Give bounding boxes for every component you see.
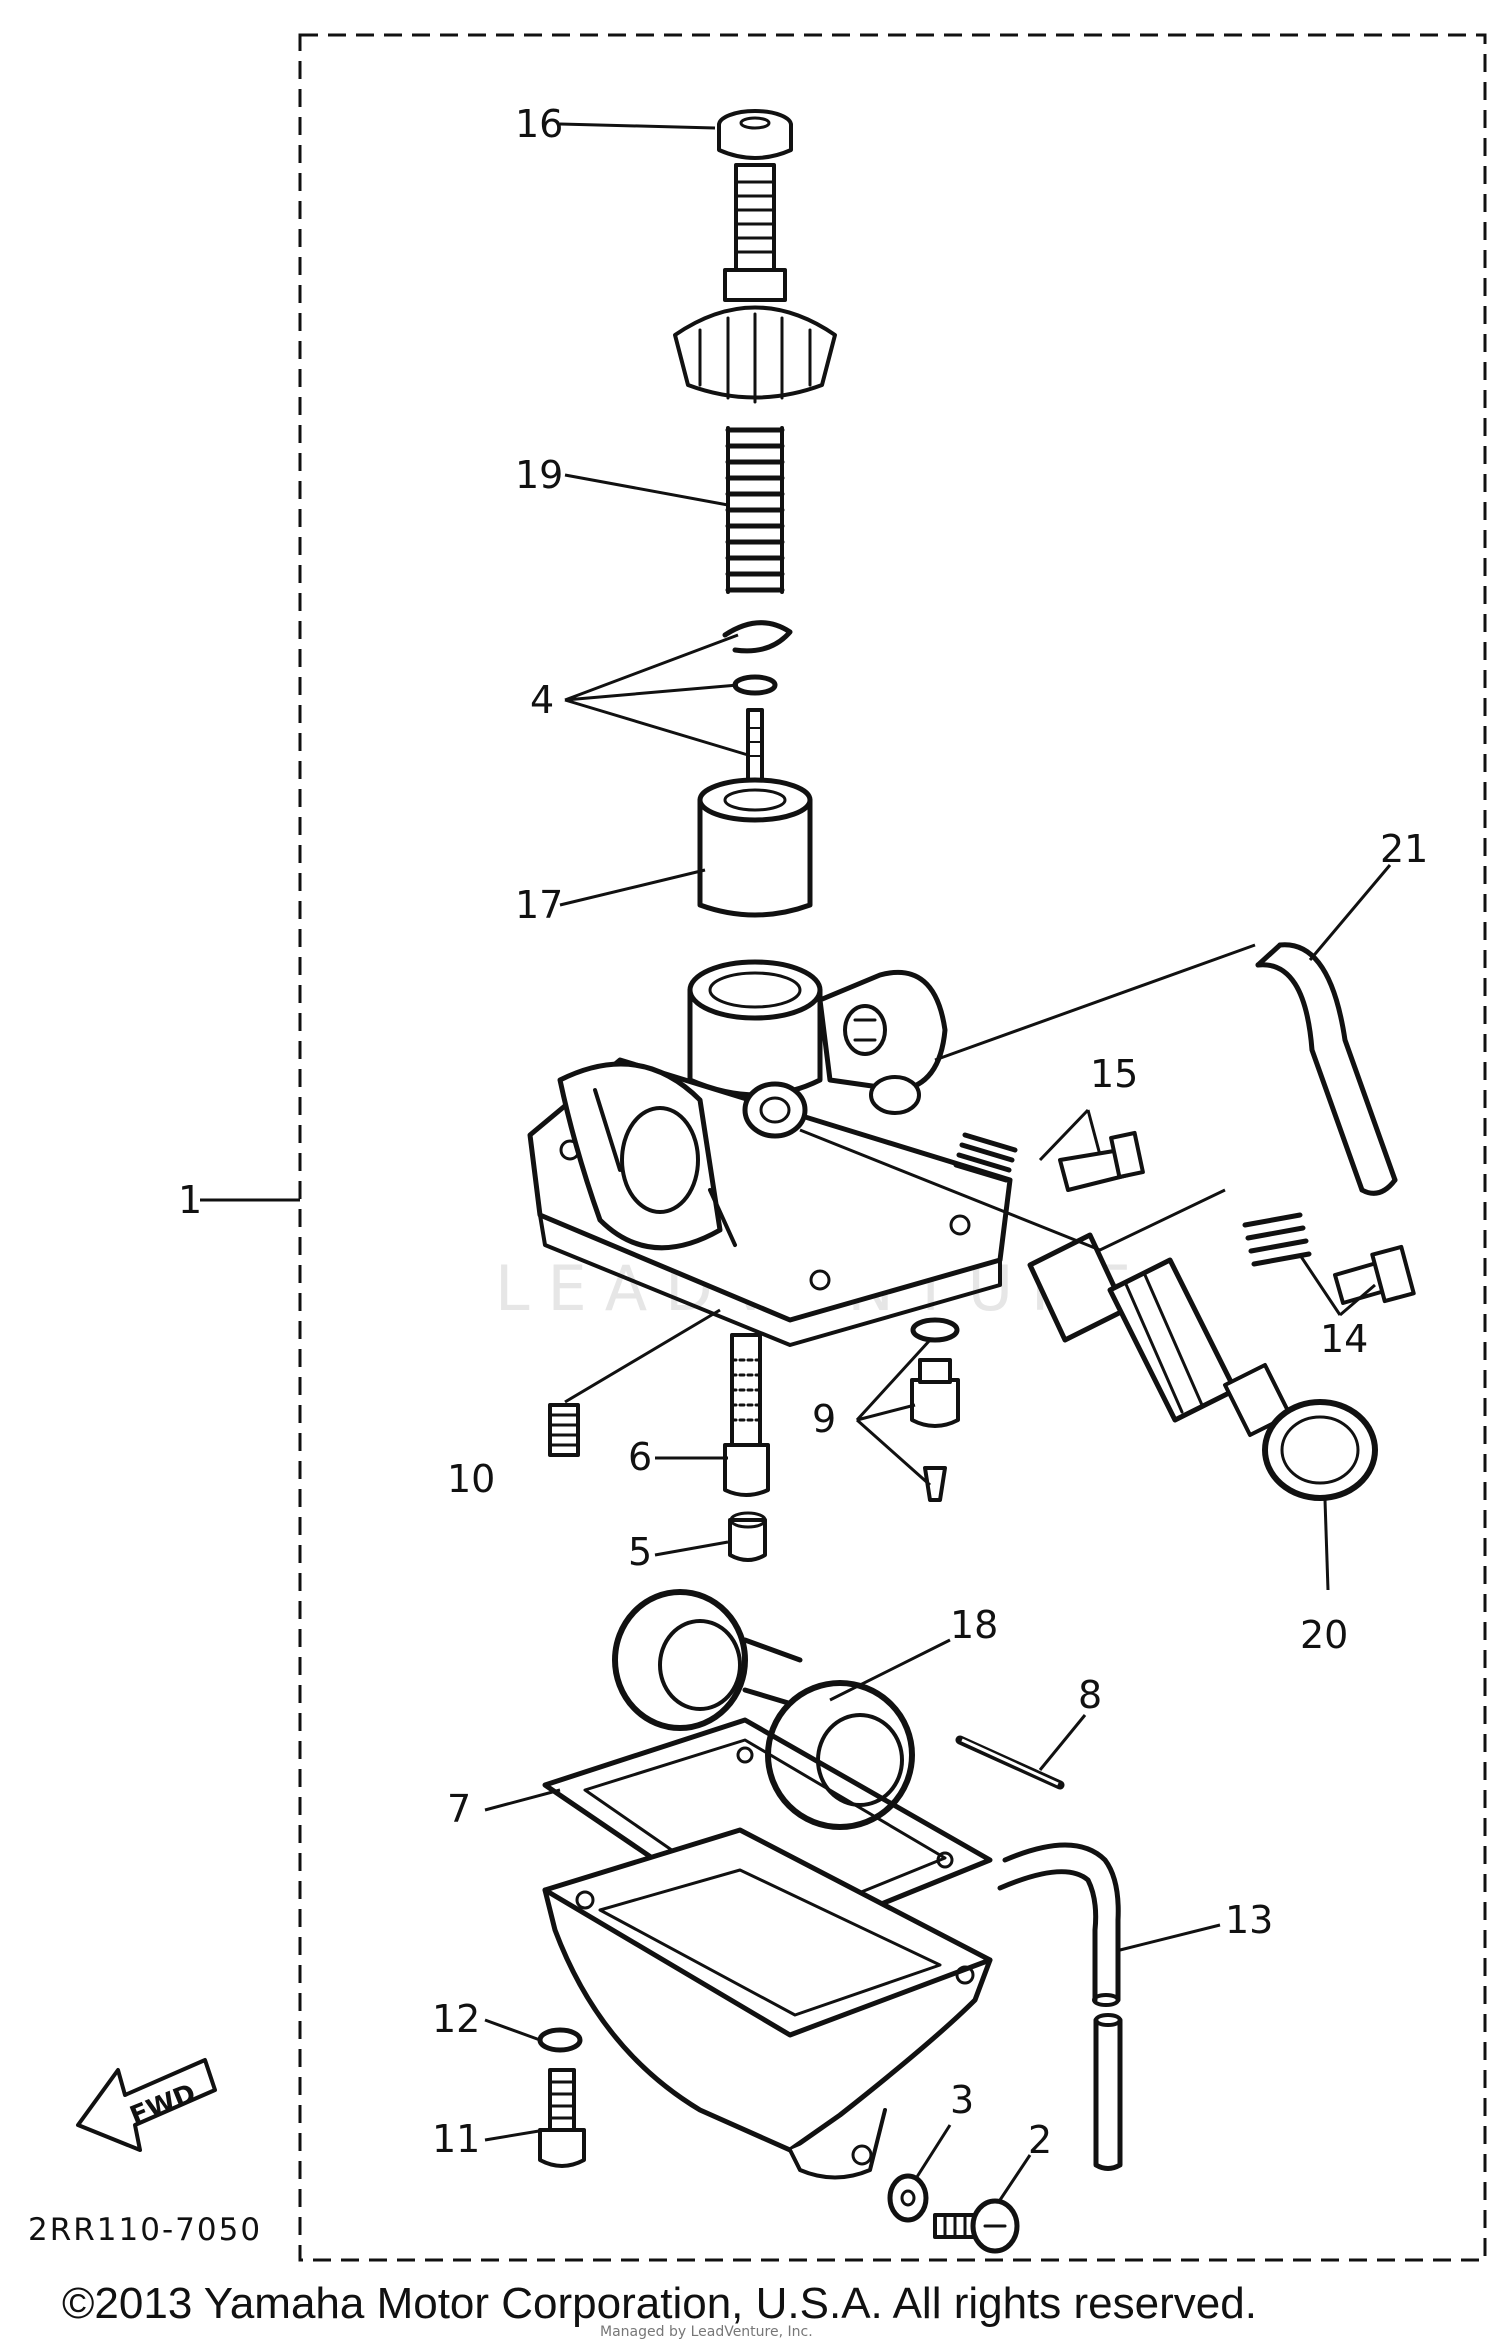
part-20-starter-plunger: [1027, 1232, 1378, 1501]
part-label-7: 7: [447, 1787, 471, 1831]
part-19-spring: [725, 426, 785, 594]
part-8-float-pin: [955, 1735, 1065, 1790]
part-label-18: 18: [950, 1603, 998, 1647]
copyright-notice: ©2013 Yamaha Motor Corporation, U.S.A. A…: [62, 2279, 1257, 2328]
carburetor-body: [527, 959, 1013, 1347]
part-label-2: 2: [1028, 2118, 1052, 2162]
part-14-throttle-stop-set: [1242, 1212, 1416, 1305]
credit-text: Managed by LeadVenture, Inc.: [600, 2324, 813, 2340]
part-label-17: 17: [515, 883, 563, 927]
part-6-needle-jet: [723, 1333, 770, 1497]
part-label-14: 14: [1320, 1317, 1368, 1361]
part-label-21: 21: [1380, 827, 1428, 871]
part-2-drain-screw: [933, 2198, 1020, 2254]
part-label-3: 3: [950, 2078, 974, 2122]
part-label-9: 9: [812, 1397, 836, 1441]
part-5-main-jet: [728, 1511, 767, 1562]
mixing-chamber-cap: [673, 163, 837, 404]
part-9-needle-valve-set: [910, 1317, 960, 1502]
part-15-pilot-screw-set: [953, 1130, 1145, 1192]
part-10-screw: [548, 1403, 580, 1457]
part-label-12: 12: [432, 1997, 480, 2041]
assembly-boundary: [298, 33, 1487, 2262]
part-label-5: 5: [628, 1530, 652, 1574]
part-18-float: [612, 1589, 915, 1830]
part-label-8: 8: [1078, 1673, 1102, 1717]
part-label-4: 4: [530, 678, 554, 722]
part-17-throttle-valve: [697, 777, 813, 918]
part-label-19: 19: [515, 453, 563, 497]
part-label-20: 20: [1300, 1613, 1348, 1657]
part-4-jet-needle-set: [722, 620, 793, 802]
part-12-washer: [537, 2027, 583, 2053]
part-label-15: 15: [1090, 1052, 1138, 1096]
diagram-code: 2RR110-7050: [28, 2212, 262, 2248]
part-label-13: 13: [1225, 1898, 1273, 1942]
part-16-nut: [717, 109, 793, 160]
leader-lines: [200, 122, 1392, 2201]
part-label-11: 11: [432, 2117, 480, 2161]
float-bowl: [542, 1827, 993, 2180]
part-21-hose: [1255, 942, 1398, 1196]
part-label-10: 10: [447, 1457, 495, 1501]
part-number-labels: 1 2 3 4 5 6 7 8 9 10 11 12 13 14 15 16 1…: [178, 102, 1428, 2162]
part-11-bowl-screw: [538, 2068, 586, 2168]
part-label-16: 16: [515, 102, 563, 146]
part-label-1: 1: [178, 1178, 202, 1222]
fwd-direction-badge: FWD: [76, 2058, 217, 2152]
part-3-washer: [887, 2173, 929, 2223]
part-13-overflow-hose: [997, 1842, 1123, 2171]
part-label-6: 6: [628, 1435, 652, 1479]
